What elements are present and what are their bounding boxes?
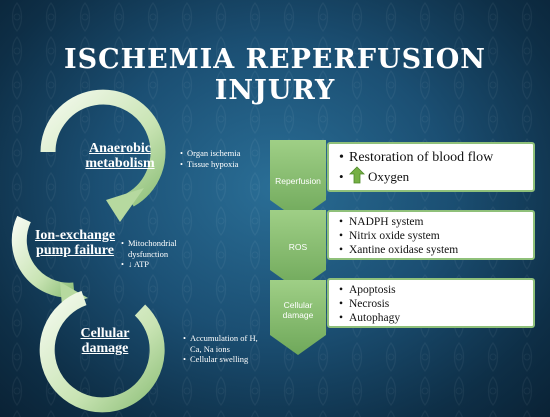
title-line-2: INJURY [214, 75, 336, 106]
chevron-ros [270, 210, 326, 290]
phase-item: Necrosis [339, 297, 533, 311]
chevron-cellular-damage [270, 280, 326, 355]
chevron-reperfusion [270, 140, 326, 220]
stage-bullet: Cellular swelling [183, 354, 267, 365]
stage-bullets-pump-failure: Mitochondrial dysfunction ↓ ATP [121, 238, 197, 270]
page-title: ISCHEMIA REPERFUSION INJURY [0, 44, 550, 106]
stage-bullets-cellular-damage: Accumulation of H, Ca, Na ions Cellular … [183, 333, 267, 365]
phase-box-ros: NADPH system Nitrix oxide system Xantine… [327, 210, 535, 260]
stage-label-anaerobic: Anaerobic metabolism [85, 141, 155, 171]
phase-item: Autophagy [339, 311, 533, 325]
phase-item: Restoration of blood flow [339, 149, 533, 166]
phase-box-reperfusion: Restoration of blood flow Oxygen [327, 142, 535, 192]
stage-label-cellular-damage: Cellular damage [80, 326, 130, 356]
phase-item: Apoptosis [339, 283, 533, 297]
stage-bullet: Mitochondrial dysfunction [121, 238, 197, 259]
stage-bullet: ↓ ATP [121, 259, 197, 270]
stage-label-pump-failure: Ion-exchange pump failure [34, 228, 116, 258]
phase-item: Nitrix oxide system [339, 229, 533, 243]
phase-item: Oxygen [339, 166, 533, 188]
stage-bullet: Accumulation of H, Ca, Na ions [183, 333, 267, 354]
phase-box-cellular-damage: Apoptosis Necrosis Autophagy [327, 278, 535, 328]
stage-bullet: Organ ischemia [180, 148, 260, 159]
stage-bullet: Tissue hypoxia [180, 159, 260, 170]
up-arrow-icon [349, 166, 365, 184]
phase-label-cellular-damage: Cellular damage [282, 300, 314, 320]
phase-item: Xantine oxidase system [339, 243, 533, 257]
phase-label-reperfusion: Reperfusion [275, 176, 321, 186]
stage-bullets-anaerobic: Organ ischemia Tissue hypoxia [180, 148, 260, 169]
title-line-1: ISCHEMIA REPERFUSION [64, 44, 486, 75]
stage-arrow-3 [39, 290, 165, 413]
phase-label-ros: ROS [288, 242, 308, 252]
stage-arrow-1 [40, 89, 166, 222]
phase-item: NADPH system [339, 215, 533, 229]
